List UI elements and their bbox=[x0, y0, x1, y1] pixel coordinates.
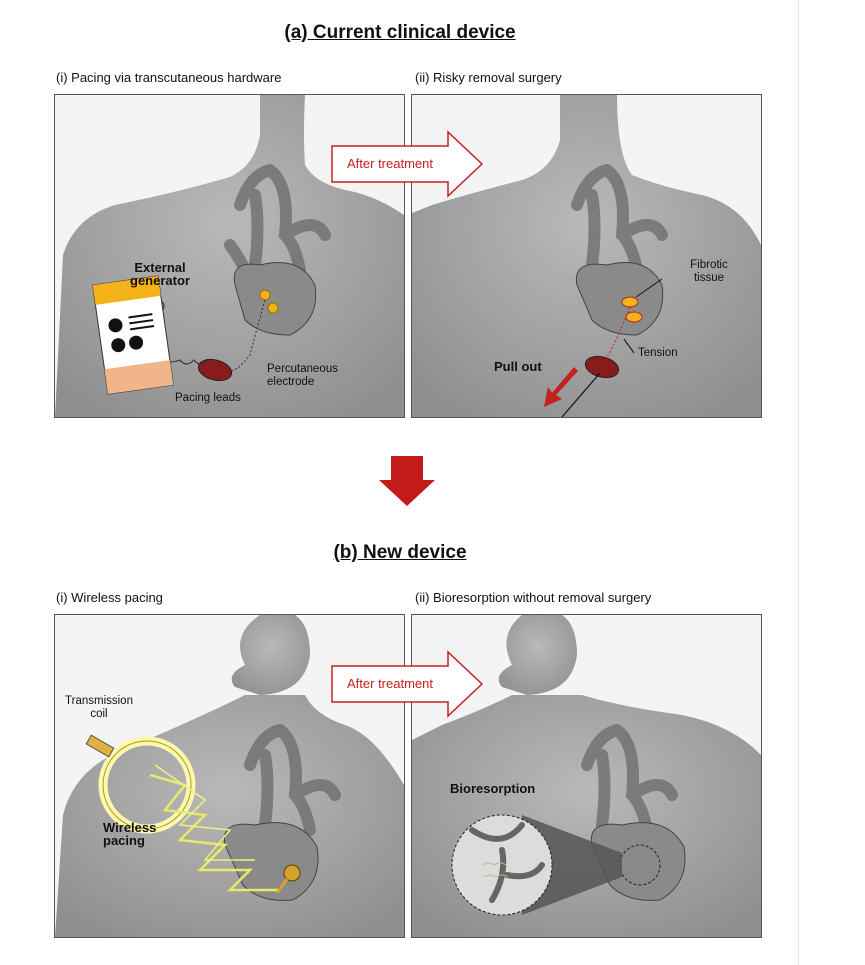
fibrotic-tissue-icon bbox=[625, 311, 643, 323]
fibrotic-tissue-label: Fibrotic tissue bbox=[690, 259, 728, 284]
panel-b2: Bioresorption bbox=[411, 614, 762, 938]
pull-out-arrow-icon bbox=[544, 367, 578, 407]
panel-a1-caption: (i) Pacing via transcutaneous hardware bbox=[56, 70, 282, 85]
external-generator-icon bbox=[92, 275, 174, 395]
transmission-coil-label: Transmission coil bbox=[65, 695, 133, 720]
torso-silhouette bbox=[412, 95, 761, 417]
wireless-pacemaker-icon bbox=[283, 864, 301, 882]
lead-wire bbox=[606, 306, 631, 358]
head-silhouette bbox=[231, 615, 310, 695]
coil-connector-icon bbox=[85, 734, 115, 758]
pull-wire bbox=[561, 372, 601, 417]
panel-b2-caption: (ii) Bioresorption without removal surge… bbox=[415, 590, 652, 605]
after-treatment-label-b: After treatment bbox=[347, 676, 433, 691]
panel-b2-illustration bbox=[412, 615, 761, 937]
vessels-icon bbox=[224, 164, 331, 301]
panel-b1-caption: (i) Wireless pacing bbox=[56, 590, 163, 605]
heart-icon bbox=[590, 822, 686, 901]
vessels-icon bbox=[581, 724, 678, 836]
zoom-cone bbox=[522, 815, 622, 915]
after-treatment-arrow-a bbox=[331, 130, 484, 198]
section-b-title: (b) New device bbox=[333, 542, 467, 563]
heart-icon bbox=[233, 262, 317, 336]
panel-a1-illustration bbox=[55, 95, 404, 417]
torso-silhouette bbox=[412, 695, 761, 937]
pacing-site-icon bbox=[267, 302, 279, 314]
vessels-icon bbox=[244, 724, 341, 836]
tension-label: Tension bbox=[638, 347, 678, 359]
percutaneous-electrode-icon bbox=[197, 358, 233, 382]
panel-a2-caption: (ii) Risky removal surgery bbox=[415, 70, 562, 85]
fibrotic-tissue-icon bbox=[621, 296, 639, 308]
percutaneous-electrode-label: Percutaneous electrode bbox=[267, 363, 338, 388]
panel-a2: Fibrotic tissue Tension Pull out bbox=[411, 94, 762, 418]
section-a-title: (a) Current clinical device bbox=[284, 22, 516, 43]
page-divider bbox=[798, 0, 799, 965]
percutaneous-electrode-icon bbox=[584, 355, 620, 379]
wireless-wave-icon bbox=[149, 773, 280, 892]
panel-b1-illustration bbox=[55, 615, 404, 937]
after-treatment-arrow-b bbox=[331, 650, 484, 718]
panel-a2-illustration bbox=[412, 95, 761, 417]
external-generator-label: External generator bbox=[130, 260, 190, 288]
wireless-pacing-label: Wireless pacing bbox=[103, 820, 157, 848]
tension-arrow-icon bbox=[623, 338, 635, 354]
pacing-site-icon bbox=[259, 289, 271, 301]
vessels-icon bbox=[571, 164, 668, 276]
torso-silhouette bbox=[55, 695, 404, 937]
down-arrow-icon bbox=[379, 456, 435, 506]
head-silhouette bbox=[498, 615, 577, 695]
pull-out-label: Pull out bbox=[494, 359, 542, 374]
pacing-leads-label: Pacing leads bbox=[175, 392, 241, 404]
fibrotic-pointer bbox=[635, 278, 663, 298]
after-treatment-label-a: After treatment bbox=[347, 156, 433, 171]
bioresorption-label: Bioresorption bbox=[450, 781, 536, 796]
